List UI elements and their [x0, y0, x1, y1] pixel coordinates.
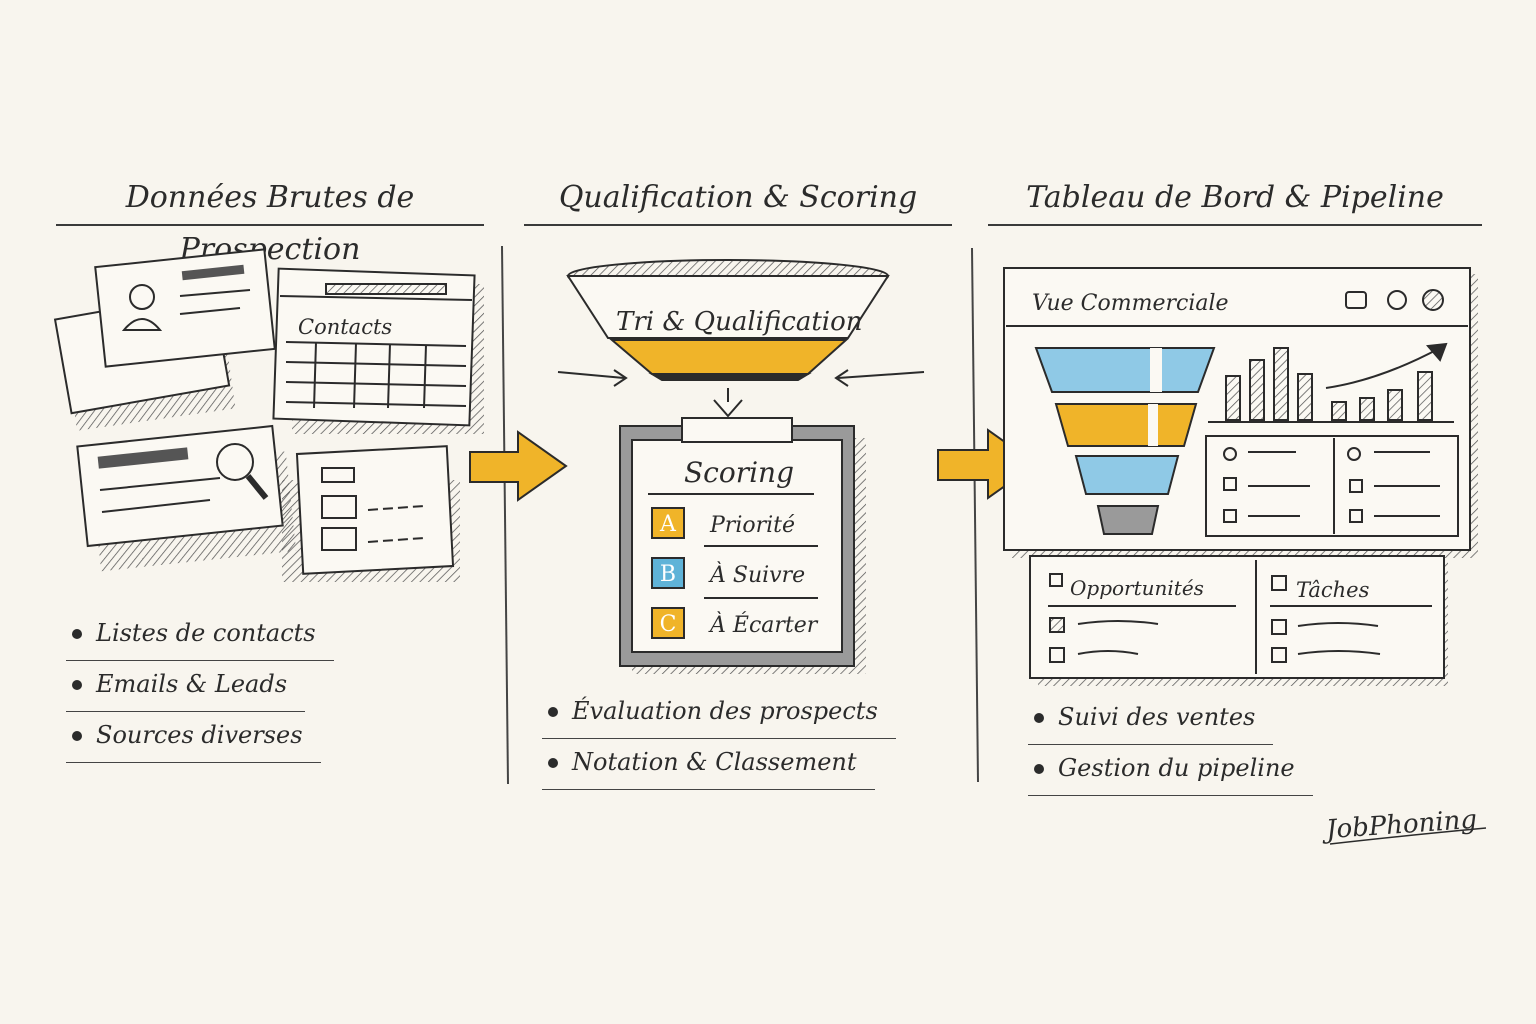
column-divider: [501, 245, 509, 785]
grade-badge: [651, 557, 685, 589]
signature-underline: [1329, 827, 1487, 845]
grade-badge: [651, 607, 685, 639]
bullet-item: Évaluation des prospects: [542, 688, 896, 739]
funnel-label: Tri & Qualification: [616, 307, 863, 337]
close-icon[interactable]: [1422, 289, 1444, 311]
lead-search-card-illustration: [76, 424, 297, 572]
minimize-icon[interactable]: [1345, 291, 1367, 309]
down-arrow-icon: [713, 388, 743, 418]
grade-label: À Écarter: [708, 611, 819, 638]
bullet-item: Gestion du pipeline: [1028, 745, 1313, 796]
qualification-bullets: Évaluation des prospects Notation & Clas…: [542, 688, 896, 790]
lead-form-card-illustration: [282, 445, 460, 582]
flow-arrow-icon: [469, 430, 568, 502]
dashboard-task-grid: [1205, 435, 1459, 537]
bullet-item: Sources diverses: [66, 712, 321, 763]
scoring-clipboard-icon: [619, 417, 866, 674]
panel-opportunities-label: Opportunités: [1070, 576, 1204, 600]
funnel-input-arrows: [557, 369, 925, 387]
contacts-spreadsheet-icon: [272, 267, 484, 434]
column-title-raw-data: Données Brutes de Prospection: [56, 172, 484, 267]
grade-label: À Suivre: [708, 561, 805, 588]
bullet-item: Suivi des ventes: [1028, 694, 1274, 745]
column-title-dashboard: Tableau de Bord & Pipeline: [988, 172, 1482, 226]
contacts-sheet-label: Contacts: [298, 315, 392, 339]
maximize-icon[interactable]: [1387, 290, 1407, 310]
grade-label: Priorité: [709, 513, 795, 538]
column-title-qualification: Qualification & Scoring: [524, 172, 952, 226]
window-controls: [1345, 289, 1444, 311]
raw-data-bullets: Listes de contacts Emails & Leads Source…: [66, 610, 334, 763]
bullet-item: Notation & Classement: [542, 739, 875, 790]
contact-cards-illustration: [53, 248, 276, 431]
grade-badge: [651, 507, 685, 539]
clipboard-title: Scoring: [684, 456, 794, 489]
grade-letter: A: [659, 512, 677, 537]
column-divider: [971, 247, 979, 783]
bullet-item: Emails & Leads: [66, 661, 306, 712]
panel-tasks-label: Tâches: [1296, 578, 1370, 602]
sales-bar-chart-icon: [1208, 342, 1454, 423]
grade-letter: B: [660, 562, 676, 587]
pipeline-funnel-icon: [1034, 347, 1216, 535]
bullet-item: Listes de contacts: [66, 610, 334, 661]
pipeline-panels: [1029, 555, 1448, 686]
grade-letter: C: [660, 612, 677, 637]
qualification-funnel-icon: [566, 259, 890, 381]
dashboard-bullets: Suivi des ventes Gestion du pipeline: [1028, 694, 1313, 796]
dashboard-window-title: Vue Commerciale: [1032, 291, 1229, 316]
